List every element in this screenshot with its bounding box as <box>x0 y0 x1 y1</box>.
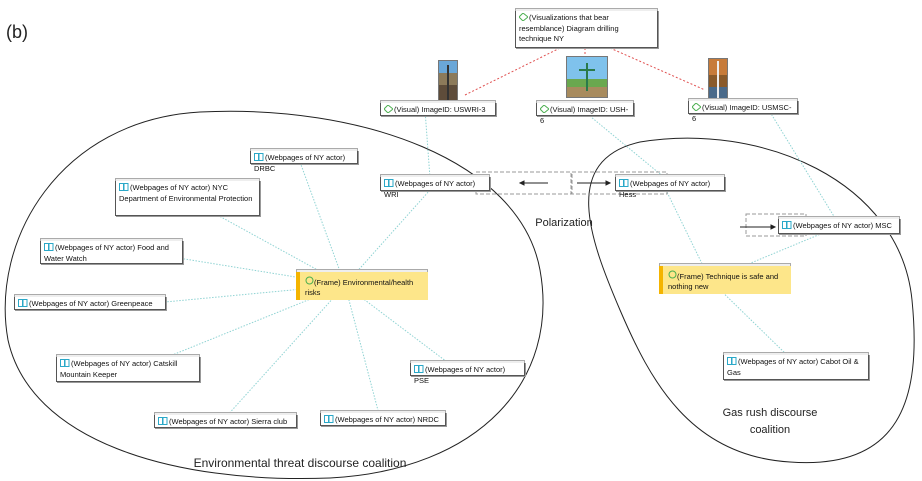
frame-node-technique-safe[interactable]: (Frame) Technique is safe and nothing ne… <box>659 263 791 294</box>
node-label: (Webpages of NY actor) Hess <box>619 179 711 199</box>
gas-coalition-label-line1: Gas rush discourse <box>722 407 818 419</box>
visual-diamond-icon <box>539 104 550 116</box>
node-label: (Visual) ImageID: USWRI-3 <box>394 105 486 114</box>
node-label: (Visualizations that bear resemblance) D… <box>519 13 619 43</box>
visual-node-ush-6[interactable]: (Visual) ImageID: USH-6 <box>536 100 634 125</box>
node-label: (Webpages of NY actor) DRBC <box>254 153 346 173</box>
document-icon <box>727 357 737 368</box>
node-label: (Webpages of NY actor) MSC <box>793 221 892 230</box>
gas-coalition-outline <box>588 137 915 464</box>
drilling-image-thumbnail <box>708 58 728 100</box>
actor-node-wri[interactable]: (Webpages of NY actor) WRI <box>380 174 490 199</box>
visual-diamond-icon <box>383 104 394 116</box>
drilling-image-thumbnail <box>566 56 608 98</box>
frame-label: (Frame) Technique is safe and nothing ne… <box>668 272 779 291</box>
diamond-link-icon <box>518 12 529 24</box>
actor-node-catskill[interactable]: (Webpages of NY actor) Catskill Mountain… <box>56 354 200 382</box>
actor-node-hess[interactable]: (Webpages of NY actor) Hess <box>615 174 725 199</box>
actor-node-drbc[interactable]: (Webpages of NY actor) DRBC <box>250 148 358 173</box>
actor-node-nrdc[interactable]: (Webpages of NY actor) NRDC <box>320 410 446 426</box>
node-label: (Webpages of NY actor) Catskill Mountain… <box>60 359 178 379</box>
actor-node-msc[interactable]: (Webpages of NY actor) MSC <box>778 216 900 234</box>
document-icon <box>414 365 424 376</box>
frame-icon <box>668 270 677 281</box>
document-icon <box>254 153 264 164</box>
frame-icon <box>305 276 314 287</box>
node-label: (Visual) ImageID: USMSC-6 <box>692 103 792 123</box>
node-label: (Webpages of NY actor) PSE <box>414 365 506 385</box>
actor-node-nyc-dep[interactable]: (Webpages of NY actor) NYC Department of… <box>115 178 260 216</box>
document-icon <box>324 415 334 426</box>
document-icon <box>782 221 792 232</box>
document-icon <box>619 179 629 190</box>
visual-node-uswri-3[interactable]: (Visual) ImageID: USWRI-3 <box>380 100 496 116</box>
polarization-label: Polarization <box>535 217 593 229</box>
drilling-image-thumbnail <box>438 60 458 102</box>
frame-label: (Frame) Environmental/health risks <box>305 278 414 297</box>
node-label: (Webpages of NY actor) Food and Water Wa… <box>44 243 169 263</box>
actor-node-greenpeace[interactable]: (Webpages of NY actor) Greenpeace <box>14 294 166 310</box>
node-label: (Webpages of NY actor) WRI <box>384 179 476 199</box>
node-label: (Webpages of NY actor) NRDC <box>335 415 439 424</box>
visual-node-usmsc-6[interactable]: (Visual) ImageID: USMSC-6 <box>688 98 798 123</box>
node-label: (Webpages of NY actor) Greenpeace <box>29 299 153 308</box>
env-coalition-label: Environmental threat discourse coalition <box>193 456 407 470</box>
document-icon <box>60 359 70 370</box>
env-coalition-outline <box>4 110 544 480</box>
actor-node-cabot[interactable]: (Webpages of NY actor) Cabot Oil & Gas <box>723 352 869 380</box>
document-icon <box>384 179 394 190</box>
panel-label: (b) <box>6 22 28 42</box>
actor-node-food-water-watch[interactable]: (Webpages of NY actor) Food and Water Wa… <box>40 238 183 264</box>
document-icon <box>158 417 168 428</box>
frame-node-environmental-health-risks[interactable]: (Frame) Environmental/health risks <box>296 269 428 300</box>
node-label: (Webpages of NY actor) Sierra club <box>169 417 288 426</box>
actor-node-pse[interactable]: (Webpages of NY actor) PSE <box>410 360 525 385</box>
document-icon <box>119 183 129 194</box>
visual-diamond-icon <box>691 102 702 114</box>
visualization-resemblance-node[interactable]: (Visualizations that bear resemblance) D… <box>515 8 658 48</box>
node-label: (Visual) ImageID: USH-6 <box>540 105 629 125</box>
document-icon <box>18 299 28 310</box>
gas-coalition-label-line2: coalition <box>749 424 791 436</box>
document-icon <box>44 243 54 254</box>
actor-node-sierra-club[interactable]: (Webpages of NY actor) Sierra club <box>154 412 297 428</box>
node-label: (Webpages of NY actor) Cabot Oil & Gas <box>727 357 859 377</box>
node-label: (Webpages of NY actor) NYC Department of… <box>119 183 253 203</box>
polarization-arrows <box>518 180 777 230</box>
